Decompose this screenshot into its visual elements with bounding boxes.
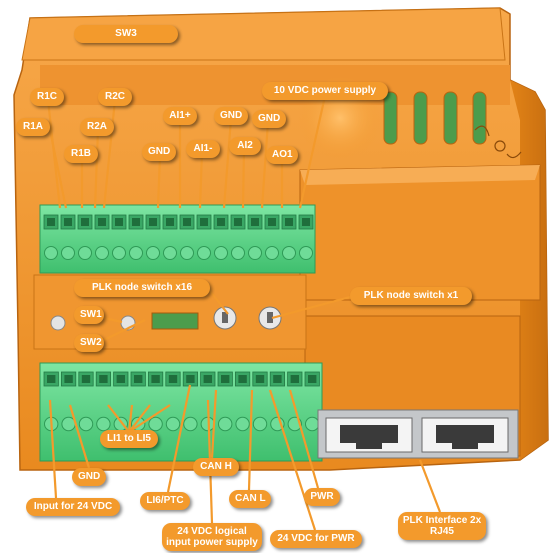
label-r1b: R1B [64, 145, 98, 163]
label-gnd-3: GND [252, 110, 286, 128]
top-terminal-block [40, 205, 315, 273]
label-pwr: PWR [304, 488, 340, 506]
label-r1c: R1C [30, 88, 64, 106]
label-sw1: SW1 [74, 306, 104, 324]
label-gnd-2: GND [214, 107, 248, 125]
label-can-l: CAN L [229, 490, 271, 508]
label-ai2: AI2 [229, 137, 261, 155]
label-li6-ptc: LI6/PTC [140, 492, 190, 510]
label-sw2: SW2 [74, 334, 104, 352]
label-ai1-plus: AI1+ [163, 107, 197, 125]
label-ao1: AO1 [266, 146, 298, 164]
label-input-24vdc: Input for 24 VDC [26, 498, 120, 516]
rj45-ports [318, 410, 518, 458]
label-gnd-1: GND [142, 143, 176, 161]
label-r2a: R2A [80, 118, 114, 136]
label-gnd-bottom: GND [72, 468, 106, 486]
label-li1-to-li5: LI1 to LI5 [100, 430, 158, 448]
label-can-h: CAN H [193, 458, 239, 476]
label-sw3: SW3 [74, 25, 178, 43]
label-logic-supply: 24 VDC logical input power supply [162, 523, 262, 551]
label-10vdc: 10 VDC power supply [262, 82, 388, 100]
label-plk-node-x1: PLK node switch x1 [350, 287, 472, 305]
label-plk-interface: PLK Interface 2x RJ45 [398, 512, 486, 540]
label-24vdc-pwr: 24 VDC for PWR [270, 530, 362, 548]
label-ai1-minus: AI1- [186, 140, 220, 158]
label-r1a: R1A [16, 118, 50, 136]
label-r2c: R2C [98, 88, 132, 106]
label-plk-node-x16: PLK node switch x16 [74, 279, 210, 297]
